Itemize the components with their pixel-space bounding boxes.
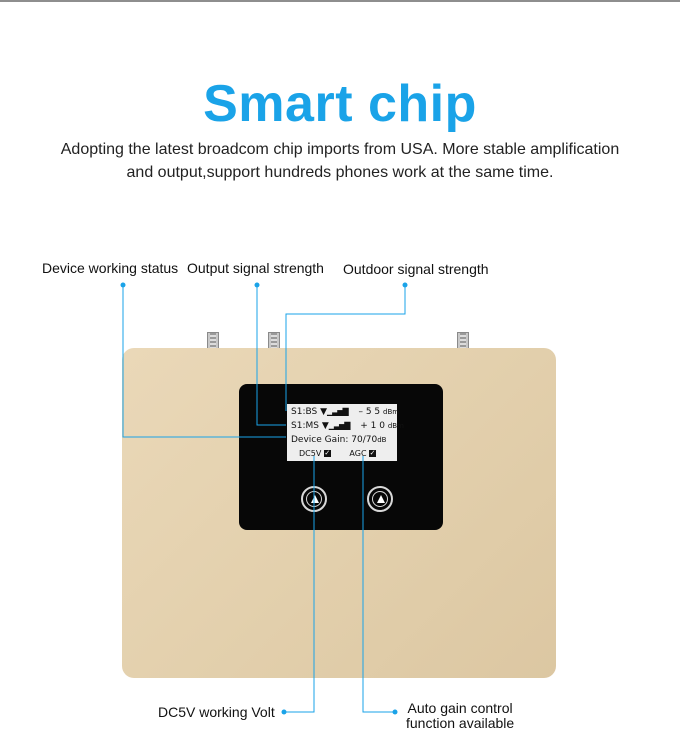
checkbox-icon: ✓ [369,449,377,457]
ms-value: + 1 0 [360,421,385,431]
label-outdoor-signal-strength: Outdoor signal strength [343,261,489,277]
callout-dc5v [284,456,315,713]
description-line-2: and output,support hundreds phones work … [126,164,554,181]
antenna-icon: ▼ [320,407,327,417]
ms-label: S1:MS [291,421,319,431]
up-arrow-icon [311,495,319,503]
signal-bars-icon: ▁▃▅▇ [327,407,349,416]
agc-line-1: Auto gain control [407,700,513,716]
dc5v-indicator: DC5V [299,449,322,458]
callout-dot [254,282,260,288]
agc-line-2: function available [406,715,515,731]
up-button-right[interactable] [367,486,393,512]
ms-unit: dBm [387,422,404,430]
lcd-row-gain: Device Gain: 70/70dB [291,435,386,445]
label-dc5v-working-volt: DC5V working Volt [158,704,275,720]
label-output-signal-strength: Output signal strength [187,260,324,276]
callout-device-status [122,285,286,438]
top-divider [0,0,680,2]
antenna-connector-right [457,332,469,352]
signal-bars-icon: ▁▃▅▇ [328,421,351,430]
callout-agc [362,456,395,713]
callout-dot [281,709,287,715]
lcd-screen: S1:BS ▼▁▃▅▇ – 5 5 dBm S1:MS ▼▁▃▅▇ + 1 0 … [287,404,404,461]
callout-dot [120,282,126,288]
gain-value: 70/70 [351,435,378,445]
gain-unit: dB [377,436,387,444]
lcd-row-bs: S1:BS ▼▁▃▅▇ – 5 5 dBm [291,407,399,417]
label-device-working-status: Device working status [42,260,179,276]
bs-value: – 5 5 [358,407,381,417]
agc-indicator: AGC [349,449,367,458]
page-title: Smart chip [203,75,477,133]
callout-outdoor-signal [285,285,406,411]
label-auto-gain-control: Auto gain control function available [406,701,514,731]
lcd-row-ms: S1:MS ▼▁▃▅▇ + 1 0 dBm [291,421,404,431]
bs-label: S1:BS [291,407,318,417]
up-arrow-icon [377,495,385,503]
antenna-icon: ▼ [321,421,329,431]
callout-output-signal [256,285,286,426]
callout-dot [402,282,408,288]
gain-label: Device Gain: [291,435,349,445]
callout-dot [392,709,398,715]
checkbox-icon: ✓ [323,449,331,457]
description-line-1: Adopting the latest broadcom chip import… [60,141,620,158]
lcd-row-status: DC5V ✓ AGC ✓ [299,449,377,458]
description: Adopting the latest broadcom chip import… [30,138,650,184]
antenna-connector-left [207,332,219,352]
bs-unit: dBm [383,408,400,416]
